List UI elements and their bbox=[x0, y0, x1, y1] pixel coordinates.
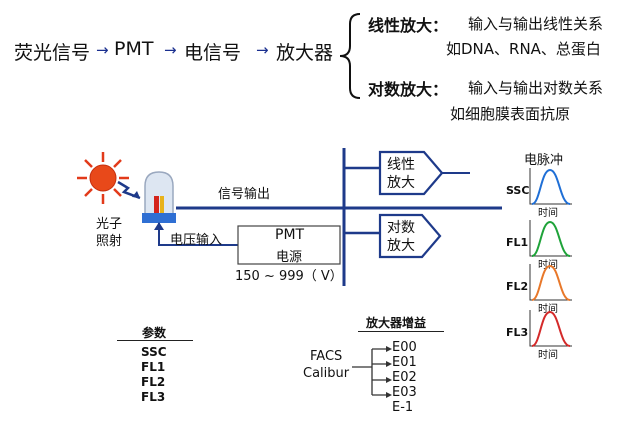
voltage-input-label: 电压输入 bbox=[170, 233, 223, 248]
time-axis-label: 时间 bbox=[538, 304, 558, 315]
gain-level: E01 bbox=[392, 355, 417, 370]
log-amplifier-shape bbox=[378, 213, 442, 259]
log-amp-label-2: 放大 bbox=[387, 238, 415, 254]
params-divider bbox=[117, 340, 193, 341]
flow-step-electric: 电信号 bbox=[184, 42, 242, 64]
pulse-curve bbox=[531, 168, 571, 205]
brace-icon bbox=[339, 13, 361, 99]
gain-level: E02 bbox=[392, 370, 417, 385]
log-desc: 输入与输出对数关系 bbox=[468, 79, 604, 97]
pulse-plot bbox=[529, 264, 572, 301]
voltage-range: 150 ~ 999（ V） bbox=[235, 269, 343, 284]
signal-output-label: 信号输出 bbox=[218, 187, 271, 202]
log-example: 如细胞膜表面抗原 bbox=[450, 105, 571, 123]
gain-level: E-1 bbox=[392, 400, 414, 415]
channel-label: FL3 bbox=[506, 326, 529, 339]
instrument-label-1: FACS bbox=[310, 349, 343, 364]
linear-example: 如DNA、RNA、总蛋白 bbox=[446, 40, 601, 58]
flow-arrow-3: → bbox=[256, 41, 269, 59]
params-title: 参数 bbox=[142, 326, 167, 340]
pulse-curve bbox=[531, 264, 571, 301]
channel-label: FL2 bbox=[506, 280, 529, 293]
param-item: SSC bbox=[141, 345, 167, 359]
instrument-label-2: Calibur bbox=[303, 366, 350, 381]
log-amp-label-1: 对数 bbox=[387, 220, 415, 236]
log-title: 对数放大： bbox=[368, 80, 449, 99]
linear-amplifier-shape bbox=[378, 150, 444, 196]
gain-level: E00 bbox=[392, 340, 417, 355]
linear-title: 线性放大： bbox=[368, 16, 449, 35]
pulse-axes bbox=[529, 168, 572, 205]
pulse-plot bbox=[529, 310, 572, 347]
flow-step-fluorescence: 荧光信号 bbox=[14, 42, 91, 64]
irradiation-label: 照射 bbox=[96, 234, 123, 249]
pulse-axes bbox=[529, 310, 572, 347]
pmt-tube-icon bbox=[142, 171, 176, 223]
photon-label: 光子 bbox=[96, 217, 123, 232]
linear-amp-label-1: 线性 bbox=[387, 157, 415, 173]
param-item: FL3 bbox=[141, 390, 166, 404]
pulse-axes bbox=[529, 264, 572, 301]
pulse-plot bbox=[529, 168, 572, 205]
param-item: FL1 bbox=[141, 360, 166, 374]
pulse-curve bbox=[531, 310, 571, 347]
flow-step-amplifier: 放大器 bbox=[276, 42, 334, 64]
pulse-title: 电脉冲 bbox=[524, 153, 564, 168]
power-label: 电源 bbox=[276, 250, 303, 265]
time-axis-label: 时间 bbox=[538, 350, 558, 361]
flow-arrow-1: → bbox=[96, 41, 109, 59]
pulse-curve bbox=[531, 220, 571, 257]
linear-desc: 输入与输出线性关系 bbox=[468, 15, 604, 33]
pmt-power-box bbox=[237, 225, 341, 265]
pulse-plot bbox=[529, 220, 572, 257]
flow-step-pmt: PMT bbox=[114, 38, 154, 60]
gain-divider bbox=[358, 331, 444, 332]
pmt-label: PMT bbox=[275, 227, 305, 243]
channel-label: FL1 bbox=[506, 236, 529, 249]
photon-arrow bbox=[117, 180, 141, 200]
gain-title: 放大器增益 bbox=[366, 316, 427, 330]
light-source-icon bbox=[77, 152, 129, 204]
linear-amp-label-2: 放大 bbox=[387, 175, 415, 191]
gain-level: E03 bbox=[392, 385, 417, 400]
param-item: FL2 bbox=[141, 375, 166, 389]
gain-connector bbox=[352, 348, 386, 396]
flow-arrow-2: → bbox=[164, 41, 177, 59]
time-axis-label: 时间 bbox=[538, 208, 558, 219]
channel-label: SSC bbox=[506, 184, 530, 197]
pulse-axes bbox=[529, 220, 572, 257]
